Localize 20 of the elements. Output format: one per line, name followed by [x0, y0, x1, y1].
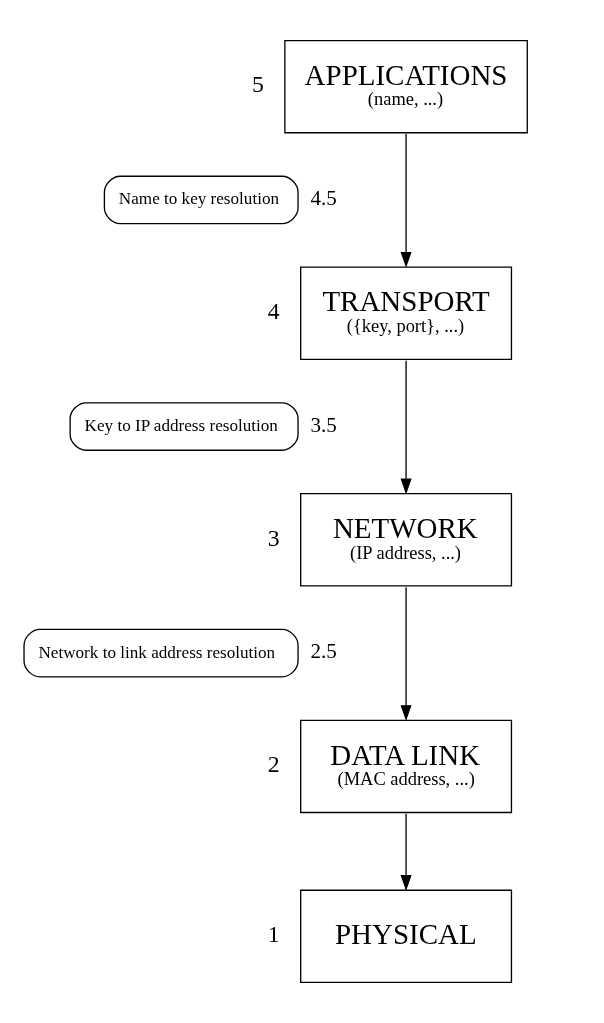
- node-label: 2.5: [310, 639, 337, 664]
- node-box: APPLICATIONS (name, ...): [284, 39, 528, 134]
- arrow: [400, 813, 412, 891]
- node-label: 3: [267, 524, 280, 551]
- node-label: 1: [267, 921, 280, 948]
- node-box: TRANSPORT ({key, port}, ...): [300, 266, 513, 360]
- node-label: 5: [251, 71, 264, 98]
- node-box: DATA LINK (MAC address, ...): [300, 719, 513, 814]
- node-box: Name to key resolution: [103, 175, 299, 225]
- arrow: [400, 360, 412, 495]
- node-label: 4: [267, 298, 280, 325]
- arrow: [400, 586, 412, 721]
- node-box: NETWORK (IP address, ...): [300, 493, 513, 587]
- node-box: PHYSICAL: [300, 889, 513, 984]
- node-label: 4.5: [310, 185, 337, 210]
- node-box: Network to link address resolution: [23, 628, 299, 678]
- node-label: 2: [267, 751, 280, 778]
- node-label: 3.5: [310, 412, 337, 437]
- node-box: Key to IP address resolution: [69, 402, 299, 451]
- arrow: [400, 133, 412, 268]
